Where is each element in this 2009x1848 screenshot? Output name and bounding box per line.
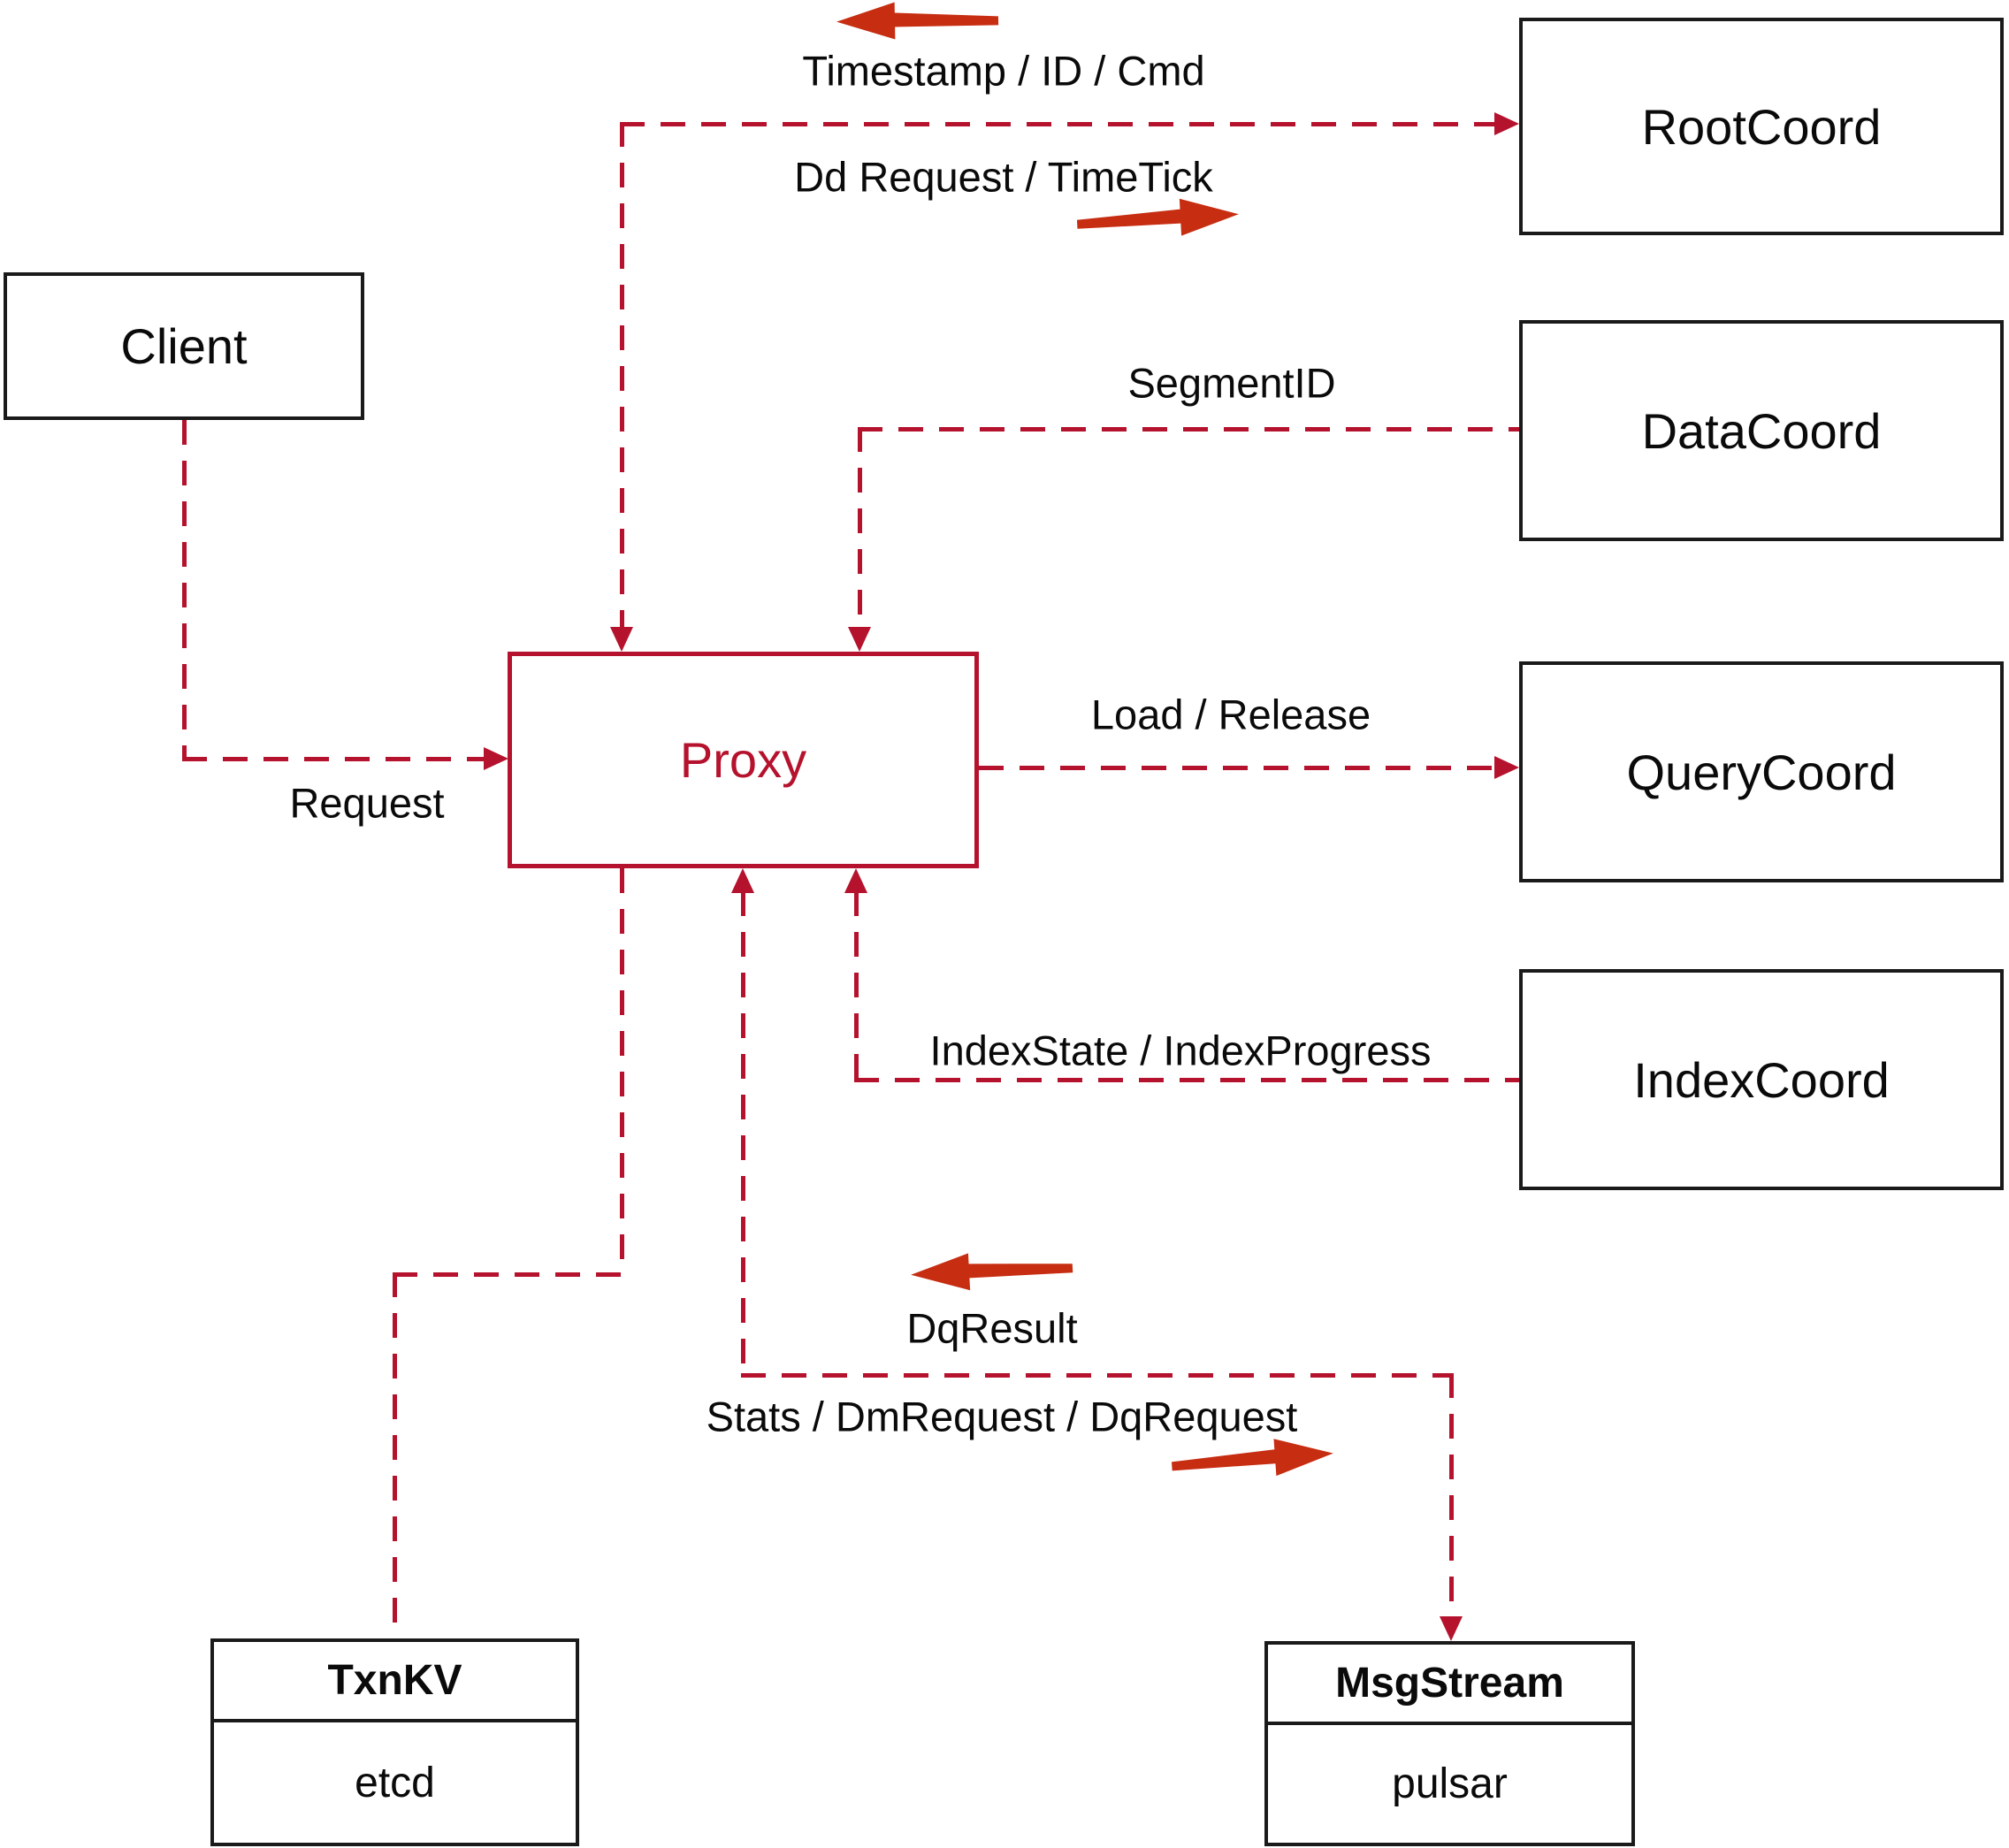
node-client-label: Client xyxy=(120,318,248,374)
edge-proxy-txnkv-v1 xyxy=(620,868,624,1274)
edge-proxy-rootcoord-v xyxy=(620,122,624,630)
edge-proxy-txnkv-h xyxy=(393,1272,622,1277)
edge-label-indexstate-indexprogress: IndexState / IndexProgress xyxy=(929,1027,1432,1074)
arrowhead-into-msgstream-icon xyxy=(1440,1616,1463,1641)
node-proxy: Proxy xyxy=(508,652,979,868)
arrowhead-into-proxy-bottom-left-icon xyxy=(731,868,754,893)
edge-label-segmentid: SegmentID xyxy=(1127,359,1336,407)
edge-client-proxy-h xyxy=(182,757,485,761)
node-querycoord-label: QueryCoord xyxy=(1626,744,1897,800)
flow-arrow-left-dqresult-icon xyxy=(911,1253,1073,1291)
flow-arrow-left-top-icon xyxy=(836,2,999,40)
node-txnkv-title: TxnKV xyxy=(214,1642,576,1722)
arrowhead-into-proxy-top-left-icon xyxy=(610,627,633,652)
edge-proxy-msgstream-v1 xyxy=(741,891,745,1375)
node-msgstream-subtitle: pulsar xyxy=(1392,1760,1508,1807)
edge-client-proxy-v xyxy=(182,420,187,759)
edge-indexcoord-proxy-v xyxy=(854,891,859,1078)
node-indexcoord-label: IndexCoord xyxy=(1633,1051,1890,1108)
edge-proxy-txnkv-v2 xyxy=(393,1272,397,1638)
node-rootcoord: RootCoord xyxy=(1519,18,2004,235)
node-txnkv: TxnKV etcd xyxy=(210,1638,579,1846)
edge-label-request: Request xyxy=(289,779,445,827)
edge-proxy-msgstream-h xyxy=(741,1373,1451,1378)
node-datacoord: DataCoord xyxy=(1519,320,2004,541)
arrowhead-into-querycoord-icon xyxy=(1494,756,1519,779)
edge-proxy-rootcoord-h xyxy=(620,122,1496,126)
edge-label-dqresult: DqResult xyxy=(906,1304,1078,1352)
arrowhead-into-rootcoord-icon xyxy=(1494,112,1519,135)
node-datacoord-label: DataCoord xyxy=(1641,402,1882,459)
node-proxy-label: Proxy xyxy=(679,732,807,788)
edge-proxy-querycoord-h xyxy=(979,766,1496,770)
flow-arrow-right-ddrequest-icon xyxy=(1076,198,1239,236)
node-rootcoord-label: RootCoord xyxy=(1641,98,1882,155)
node-txnkv-subtitle: etcd xyxy=(355,1759,435,1806)
arrowhead-into-proxy-top-right-icon xyxy=(848,627,871,652)
edge-indexcoord-proxy-h xyxy=(854,1078,1519,1082)
edge-datacoord-proxy-h xyxy=(858,427,1519,431)
node-querycoord: QueryCoord xyxy=(1519,661,2004,882)
edge-label-timestamp-id-cmd: Timestamp / ID / Cmd xyxy=(802,47,1205,95)
edge-label-stats-dmrequest-dqrequest: Stats / DmRequest / DqRequest xyxy=(706,1393,1298,1440)
arrowhead-into-proxy-bottom-right-icon xyxy=(844,868,867,893)
node-msgstream-title: MsgStream xyxy=(1268,1645,1631,1725)
node-indexcoord: IndexCoord xyxy=(1519,969,2004,1190)
arrowhead-into-proxy-left-icon xyxy=(484,747,508,770)
flow-arrow-right-stats-icon xyxy=(1172,1439,1333,1477)
edge-datacoord-proxy-v xyxy=(858,427,862,630)
edge-label-load-release: Load / Release xyxy=(1090,691,1371,738)
edge-proxy-msgstream-v2 xyxy=(1449,1373,1454,1618)
node-msgstream: MsgStream pulsar xyxy=(1264,1641,1635,1846)
edge-label-dd-request-timetick: Dd Request / TimeTick xyxy=(794,153,1213,201)
node-client: Client xyxy=(4,272,364,420)
